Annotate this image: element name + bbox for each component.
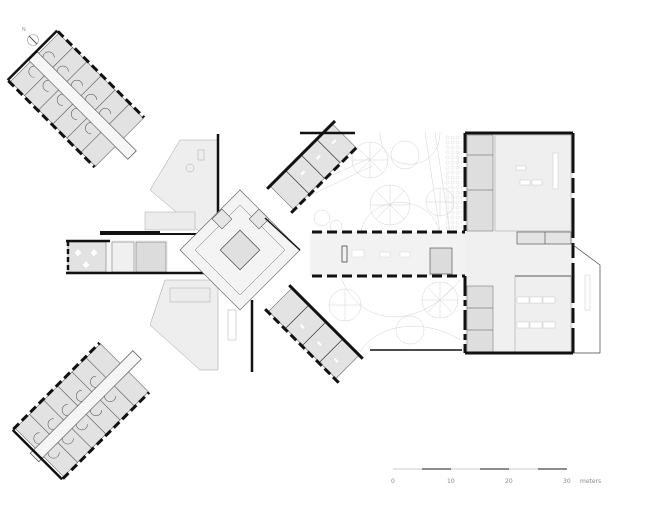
courtyard-south [300,274,461,353]
scale-tick-0: 0 [391,478,395,485]
scale-unit: meters [580,478,602,485]
north-label: N [22,27,26,33]
wing-west [66,233,220,275]
north-arrow-icon [27,34,39,46]
scale-tick-20: 20 [505,478,513,485]
scale-tick-30: 30 [563,478,571,485]
wing-north-west [6,29,146,169]
central-hub [179,189,301,311]
wing-south-east [264,284,364,384]
wing-north-east [266,119,361,214]
common-room-south-west [149,279,254,372]
wing-south-west [11,341,151,481]
east-block [463,131,601,355]
scale-tick-10: 10 [447,478,455,485]
scale-bar [393,468,567,470]
wing-east-corridor [310,230,465,278]
